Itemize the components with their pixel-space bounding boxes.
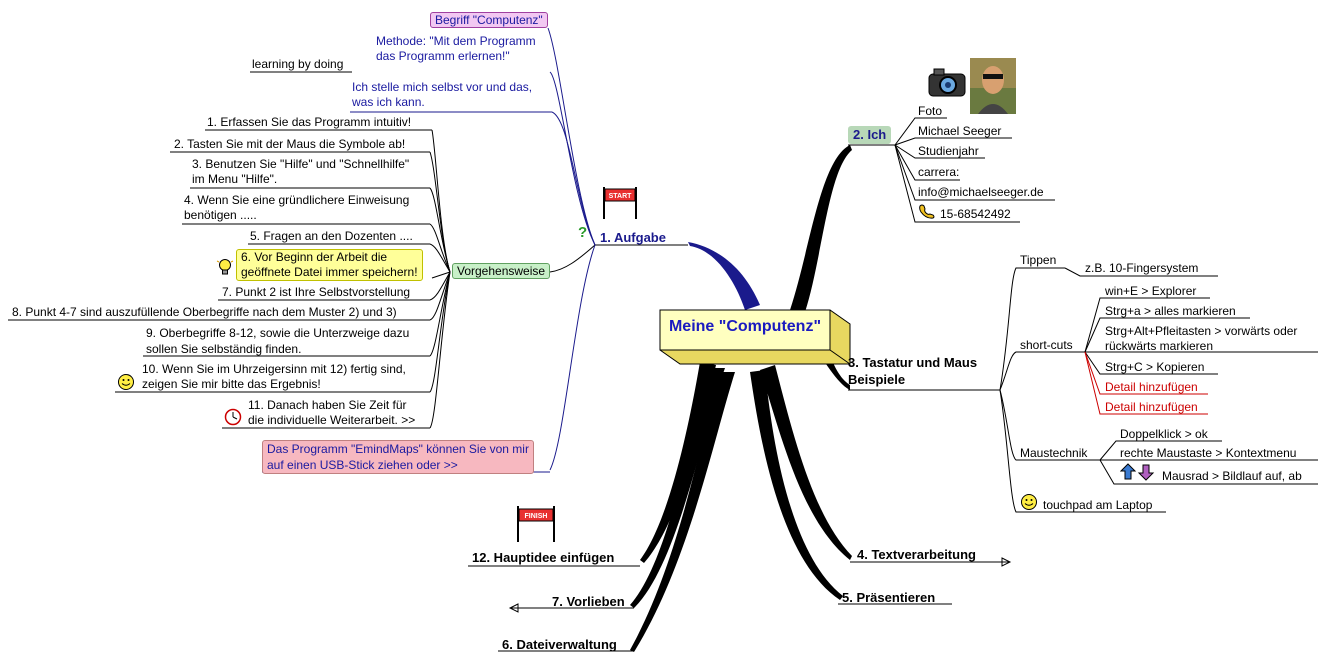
shortcut-2[interactable]: Strg+a > alles markieren — [1105, 304, 1236, 318]
tippen-sub[interactable]: z.B. 10-Fingersystem — [1085, 261, 1199, 275]
arrows-up-down-icon — [1120, 463, 1155, 481]
question-icon: ? — [578, 224, 588, 241]
emindmaps-line-2: auf einen USB-Stick ziehen oder >> — [267, 458, 458, 472]
ich-name[interactable]: Michael Seeger — [918, 124, 1002, 138]
shortcut-4[interactable]: Strg+C > Kopieren — [1105, 360, 1205, 374]
step-11-line-2[interactable]: die individuelle Weiterarbeit. >> — [248, 413, 416, 427]
begriff-text: Begriff "Computenz" — [435, 13, 543, 27]
branch-tastatur-label-1[interactable]: 3. Tastatur und Maus — [848, 355, 978, 370]
step-11-line-1[interactable]: 11. Danach haben Sie Zeit für — [248, 398, 407, 412]
branch-dateiverwaltung[interactable]: 6. Dateiverwaltung — [502, 637, 617, 652]
detail-hinzufuegen-1[interactable]: Detail hinzufügen — [1105, 380, 1198, 394]
branch-ich-tag[interactable]: 2. Ich — [848, 126, 892, 144]
vorgehensweise-text: Vorgehensweise — [457, 264, 546, 278]
detail-hinzufuegen-2[interactable]: Detail hinzufügen — [1105, 400, 1198, 414]
step-3-line-2[interactable]: im Menu "Hilfe". — [192, 172, 278, 186]
smiley-icon — [118, 374, 134, 390]
step-8[interactable]: 8. Punkt 4-7 sind auszufüllende Oberbegr… — [12, 305, 397, 319]
trunk-to-ich — [790, 145, 852, 312]
ich-email[interactable]: info@michaelseeger.de — [918, 185, 1044, 199]
clock-icon — [224, 408, 242, 426]
maustechnik-2[interactable]: rechte Maustaste > Kontextmenu — [1120, 446, 1297, 460]
phone-icon — [919, 204, 935, 219]
trunk-to-praes — [750, 370, 843, 600]
maustechnik[interactable]: Maustechnik — [1020, 446, 1088, 460]
lightbulb-icon — [216, 259, 234, 275]
vorgehensweise-tag[interactable]: Vorgehensweise — [452, 263, 551, 279]
step-9-line-2[interactable]: sollen Sie selbständig finden. — [146, 342, 302, 356]
trunk-to-vorlieben — [630, 368, 725, 608]
ich-carrera[interactable]: carrera: — [918, 165, 960, 179]
shortcut-3-line-2[interactable]: rückwärts markieren — [1105, 339, 1214, 353]
maustechnik-3[interactable]: Mausrad > Bildlauf auf, ab — [1162, 469, 1302, 483]
maustechnik-1[interactable]: Doppelklick > ok — [1120, 427, 1208, 441]
emindmaps-box[interactable]: Das Programm "EmindMaps" können Sie von … — [262, 440, 534, 474]
step-4-line-1[interactable]: 4. Wenn Sie eine gründlichere Einweisung — [184, 193, 410, 207]
step-6-line-2: geöffnete Datei immer speichern! — [241, 265, 418, 279]
step-5[interactable]: 5. Fragen an den Dozenten .... — [250, 229, 413, 243]
emindmaps-line-1: Das Programm "EmindMaps" können Sie von … — [267, 442, 529, 456]
start-flag-text: START — [609, 193, 633, 200]
methode-line-1[interactable]: Methode: "Mit dem Programm — [376, 34, 536, 48]
branch-tastatur-label-2[interactable]: Beispiele — [848, 372, 906, 387]
ich-studienjahr[interactable]: Studienjahr — [918, 144, 979, 158]
step-10-line-1[interactable]: 10. Wenn Sie im Uhrzeigersinn mit 12) fe… — [142, 362, 406, 376]
smiley-icon — [1021, 494, 1037, 510]
branch-vorlieben[interactable]: 7. Vorlieben — [552, 594, 625, 609]
step-9-line-1[interactable]: 9. Oberbegriffe 8-12, sowie die Unterzwe… — [146, 326, 410, 340]
shortcut-3-line-1[interactable]: Strg+Alt+Pfleitasten > vorwärts oder — [1105, 324, 1298, 338]
step-3-line-1[interactable]: 3. Benutzen Sie "Hilfe" und "Schnellhilf… — [192, 157, 410, 171]
branch-textverarbeitung[interactable]: 4. Textverarbeitung — [857, 547, 976, 562]
step-6-box[interactable]: 6. Vor Beginn der Arbeit die geöffnete D… — [236, 249, 423, 281]
trunk-to-text — [760, 365, 852, 560]
start-flag-icon: START — [603, 187, 637, 219]
profile-photo — [970, 58, 1016, 114]
step-10-line-2[interactable]: zeigen Sie mir bitte das Ergebnis! — [142, 377, 321, 391]
methode-line-2[interactable]: das Programm erlernen!" — [376, 49, 510, 63]
branch-praesentieren[interactable]: 5. Präsentieren — [842, 590, 936, 605]
finish-flag-icon: FINISH — [517, 506, 555, 542]
ich-phone[interactable]: 15-68542492 — [940, 207, 1011, 221]
camera-icon — [928, 68, 966, 97]
begriff-tag[interactable]: Begriff "Computenz" — [430, 12, 548, 28]
branch-aufgabe-label[interactable]: 1. Aufgabe — [600, 230, 666, 245]
step-6-line-1: 6. Vor Beginn der Arbeit die — [241, 250, 388, 264]
branch-ich-label: 2. Ich — [853, 127, 887, 142]
trunk-to-aufgabe — [688, 242, 760, 310]
step-1[interactable]: 1. Erfassen Sie das Programm intuitiv! — [207, 115, 412, 129]
trunk-to-datei — [630, 372, 735, 652]
touchpad[interactable]: touchpad am Laptop — [1043, 498, 1153, 512]
shortcut-1[interactable]: win+E > Explorer — [1105, 284, 1197, 298]
step-2[interactable]: 2. Tasten Sie mit der Maus die Symbole a… — [174, 137, 406, 151]
ich-stelle-line-1[interactable]: Ich stelle mich selbst vor und das, — [352, 80, 533, 94]
step-4-line-2[interactable]: benötigen ..... — [184, 208, 257, 222]
finish-flag-text: FINISH — [525, 513, 548, 520]
shortcuts[interactable]: short-cuts — [1020, 338, 1073, 352]
ich-stelle-line-2[interactable]: was ich kann. — [352, 95, 425, 109]
tippen[interactable]: Tippen — [1020, 253, 1057, 267]
center-node-box — [659, 309, 851, 365]
step-7[interactable]: 7. Punkt 2 ist Ihre Selbstvorstellung — [222, 285, 411, 299]
ich-foto[interactable]: Foto — [918, 104, 943, 118]
learning-by-doing[interactable]: learning by doing — [252, 57, 344, 71]
branch-hauptidee[interactable]: 12. Hauptidee einfügen — [472, 550, 615, 565]
trunk-to-haupt — [640, 362, 716, 563]
center-title[interactable]: Meine "Computenz" — [668, 318, 822, 335]
